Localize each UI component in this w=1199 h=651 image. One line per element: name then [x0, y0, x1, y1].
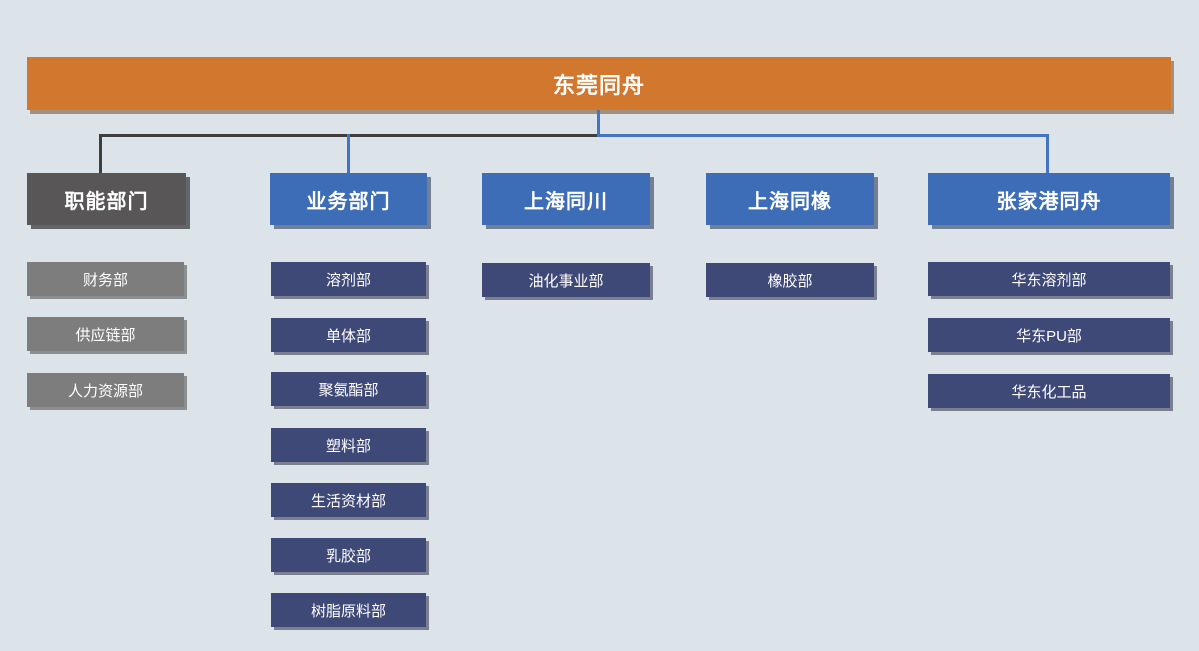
connector-drop-zhineng	[99, 134, 102, 173]
child-node-suliao: 塑料部	[271, 428, 426, 462]
child-node-rujiao: 乳胶部	[271, 538, 426, 572]
child-node-huadong-huagongpin: 华东化工品	[928, 374, 1170, 408]
child-node-shuzhiyuanliao: 树脂原料部	[271, 593, 426, 627]
branch-header-zhineng-bumen: 职能部门	[27, 173, 186, 225]
branch-header-shanghai-tongchuan: 上海同川	[482, 173, 650, 225]
child-node-juanzhi: 聚氨酯部	[271, 372, 426, 406]
child-node-renliziyuan: 人力资源部	[27, 373, 184, 407]
child-node-rongji: 溶剂部	[271, 262, 426, 296]
org-node-root: 东莞同舟	[27, 57, 1171, 110]
branch-header-yewu-bumen: 业务部门	[270, 173, 427, 225]
connector-drop-zhangjiagang	[1046, 134, 1049, 173]
connector-horizontal-right	[597, 134, 1048, 137]
connector-drop-yewu	[347, 134, 350, 173]
child-node-huadong-rongji: 华东溶剂部	[928, 262, 1170, 296]
child-node-shenghuozicai: 生活资材部	[271, 483, 426, 517]
child-node-huadong-pu: 华东PU部	[928, 318, 1170, 352]
child-node-gongyinglian: 供应链部	[27, 317, 184, 351]
child-node-danti: 单体部	[271, 318, 426, 352]
child-node-caiwu: 财务部	[27, 262, 184, 296]
connector-trunk	[597, 110, 600, 137]
child-node-youhuashiye: 油化事业部	[482, 263, 650, 297]
child-node-xiangjiao: 橡胶部	[706, 263, 874, 297]
branch-header-shanghai-tongxiang: 上海同橡	[706, 173, 874, 225]
branch-header-zhangjiagang-tongzhou: 张家港同舟	[928, 173, 1170, 225]
